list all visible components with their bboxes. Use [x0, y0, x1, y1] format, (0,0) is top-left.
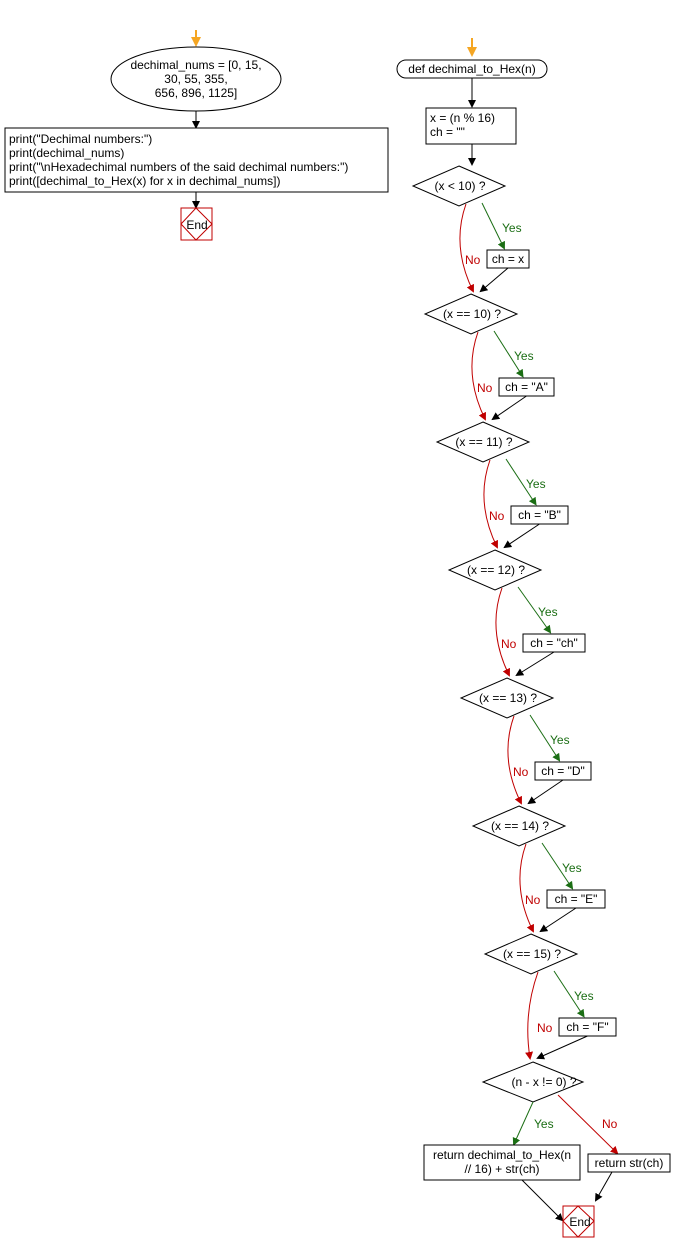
main-process-line-1: print("Dechimal numbers:"): [9, 132, 152, 146]
main-flow: dechimal_nums = [0, 15, 30, 55, 355, 656…: [4, 30, 389, 241]
no-branch-1: [459, 203, 474, 293]
no-label-1: No: [465, 253, 481, 267]
no-label-2: No: [477, 381, 493, 395]
no-label-3: No: [489, 509, 505, 523]
condition-label-4: (x == 12) ?: [467, 563, 525, 577]
assignment-label-7: ch = "F": [566, 1020, 608, 1034]
main-end-node: End: [180, 207, 213, 241]
assignment-label-4: ch = "ch": [530, 636, 578, 650]
no-label-4: No: [501, 637, 517, 651]
yes-branch-3: [505, 458, 537, 506]
assignment-to-next-6: [539, 907, 577, 933]
main-input-line-3: 656, 896, 1125]: [155, 86, 238, 100]
no-label-6: No: [525, 893, 541, 907]
main-process-box: [4, 127, 389, 193]
return-recursive-to-end: [521, 1179, 564, 1222]
condition-diamond-3: [435, 421, 531, 463]
yes-branch-4: [517, 586, 552, 634]
yes-label-4: Yes: [538, 605, 558, 619]
condition-ladder: (x < 10) ? Yes ch = x No (x == 10) ? Yes ch = …: [411, 165, 617, 1060]
return-recursive-line-1: return dechimal_to_Hex(n: [433, 1148, 571, 1162]
yes-branch-5: [529, 714, 561, 762]
return-recursive-line-2: // 16) + str(ch): [464, 1162, 539, 1176]
final-condition-label: (n - x != 0) ?: [511, 1075, 576, 1089]
main-input-line-1: dechimal_nums = [0, 15,: [130, 58, 261, 72]
condition-diamond-4: [447, 549, 543, 591]
yes-label-6: Yes: [562, 861, 582, 875]
assignment-to-next-2: [491, 395, 527, 421]
assignment-label-2: ch = "A": [505, 380, 548, 394]
no-branch-4: [495, 587, 510, 677]
func-init-box: [425, 107, 517, 145]
final-no-branch: [557, 1094, 619, 1155]
yes-label-5: Yes: [550, 733, 570, 747]
no-branch-6: [519, 843, 534, 933]
no-branch-5: [507, 715, 522, 805]
main-process-line-3: print("\nHexadechimal numbers of the sai…: [9, 160, 348, 174]
yes-label-2: Yes: [514, 349, 534, 363]
no-label-7: No: [537, 1021, 553, 1035]
final-no-label: No: [602, 1117, 618, 1131]
assignment-to-next-5: [527, 779, 564, 805]
yes-label-3: Yes: [526, 477, 546, 491]
func-init-line-1: x = (n % 16): [430, 111, 495, 125]
condition-label-3: (x == 11) ?: [455, 435, 512, 449]
main-process-line-2: print(dechimal_nums): [9, 146, 124, 160]
no-branch-7: [525, 971, 539, 1060]
final-yes-branch: [512, 1101, 534, 1146]
yes-branch-1: [481, 202, 505, 250]
no-branch-3: [483, 459, 498, 549]
condition-label-6: (x == 14) ?: [491, 819, 549, 833]
yes-branch-6: [541, 842, 574, 890]
assignment-to-next-7: [536, 1035, 588, 1060]
assignment-label-5: ch = "D": [541, 764, 585, 778]
assignment-to-next-1: [479, 267, 509, 293]
yes-label-7: Yes: [574, 989, 594, 1003]
return-base-box: [587, 1153, 671, 1173]
main-input-line-2: 30, 55, 355,: [164, 72, 227, 86]
condition-label-1: (x < 10) ?: [434, 179, 485, 193]
condition-diamond-1: [411, 165, 507, 207]
condition-diamond-6: [471, 805, 567, 847]
func-init-line-2: ch = "": [430, 125, 465, 139]
assignment-label-3: ch = "B": [518, 508, 561, 522]
no-label-5: No: [513, 765, 529, 779]
yes-branch-7: [553, 970, 585, 1018]
assignment-label-6: ch = "E": [555, 892, 598, 906]
condition-label-7: (x == 15) ?: [503, 947, 561, 961]
final-yes-label: Yes: [534, 1117, 554, 1131]
assignment-to-next-4: [515, 651, 555, 677]
function-flow: def dechimal_to_Hex(n) x = (n % 16) ch =…: [396, 38, 671, 1238]
condition-label-2: (x == 10) ?: [443, 307, 501, 321]
assignment-label-1: ch = x: [492, 252, 524, 266]
condition-diamond-5: [459, 677, 555, 719]
return-base-to-end: [595, 1171, 613, 1202]
func-end-label: End: [569, 1215, 590, 1229]
func-header-label: def dechimal_to_Hex(n): [408, 62, 535, 76]
func-end-node: End: [562, 1205, 595, 1238]
assignment-to-next-3: [503, 523, 540, 549]
return-base-label: return str(ch): [595, 1156, 664, 1170]
condition-label-5: (x == 13) ?: [479, 691, 537, 705]
main-end-label: End: [186, 218, 207, 232]
final-condition: (n - x != 0) ?: [481, 1061, 585, 1103]
no-branch-2: [471, 331, 486, 421]
yes-branch-2: [493, 330, 524, 378]
main-process-line-4: print([dechimal_to_Hex(x) for x in dechi…: [9, 174, 280, 188]
return-recursive-box: [423, 1144, 581, 1181]
yes-label-1: Yes: [502, 221, 522, 235]
condition-diamond-7: [483, 933, 579, 975]
condition-diamond-2: [423, 293, 519, 335]
